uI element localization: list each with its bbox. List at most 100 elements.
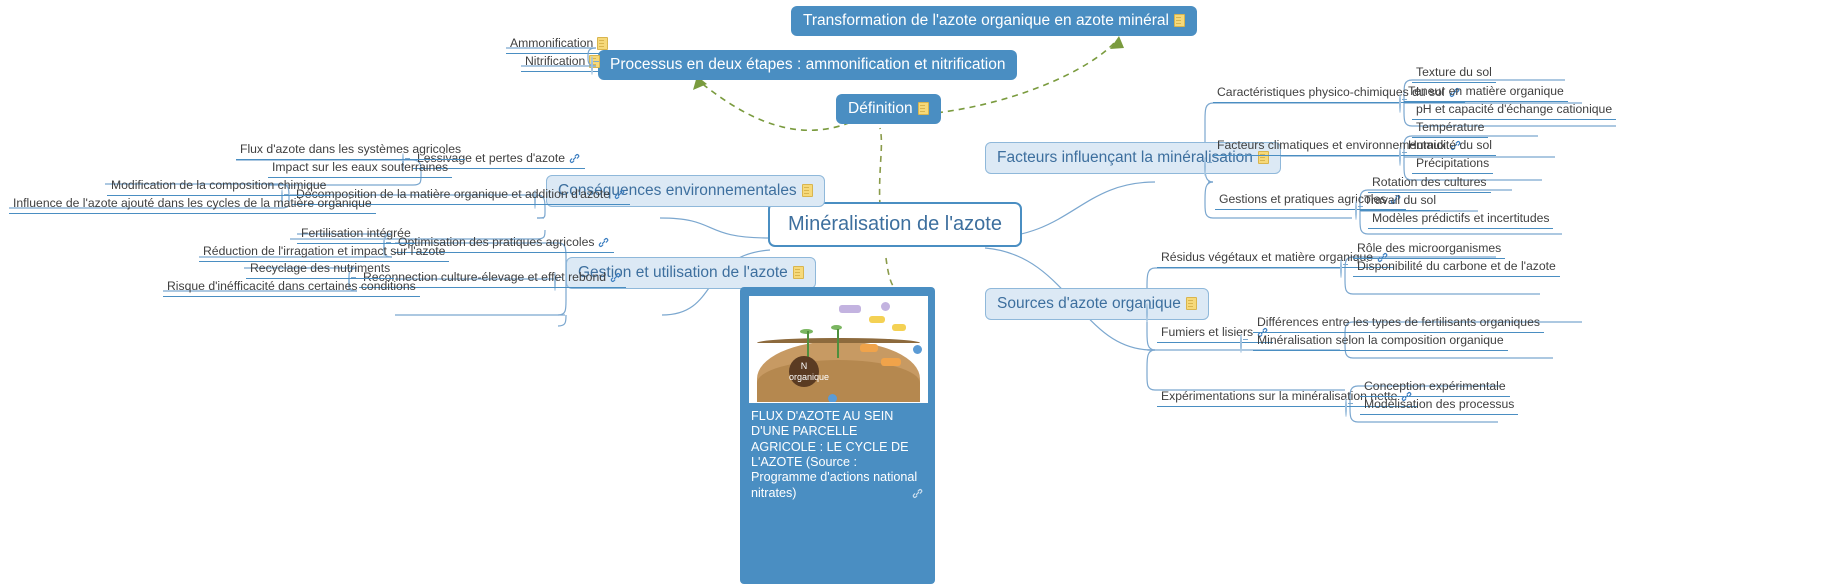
topic-consequences-environnementales[interactable]: Conséquences environnementales [546,175,825,207]
collapse-icon[interactable] [348,272,350,291]
leaf-ph-capacite-echange[interactable]: pH et capacité d'échange cationique [1412,101,1617,121]
leaf-rotation-cultures[interactable]: Rotation des cultures [1368,174,1491,194]
collapse-icon[interactable] [534,190,536,209]
collapse-icon[interactable] [383,237,385,256]
leaf-influence-azote-ajoute[interactable]: Influence de l'azote ajouté dans les cyc… [9,195,376,215]
collapse-icon[interactable] [1204,157,1206,176]
leaf-fertilisation-integree[interactable]: Fertilisation intégrée [297,225,415,245]
collapse-toggle-fumiers[interactable] [1240,334,1242,353]
collapse-toggle-caracteristiques[interactable] [1399,94,1401,113]
link-icon [1450,140,1462,151]
leaf-mineralisation-composition[interactable]: Minéralisation selon la composition orga… [1253,332,1508,352]
leaf-conception-experimentale[interactable]: Conception expérimentale [1360,378,1510,398]
topic-definition[interactable]: Définition [836,94,941,124]
leaf-ammonification[interactable]: Ammonification [506,35,613,55]
collapse-toggle-residus[interactable] [1340,259,1342,278]
note-icon [1173,14,1185,28]
sources-label: Sources d'azote organique [997,295,1181,312]
consequences-label: Conséquences environnementales [558,182,797,199]
collapse-toggle-sources[interactable] [1146,303,1148,322]
ammonium-blob [859,344,878,353]
leaf-reconnection-culture-elevage[interactable]: Reconnection culture-élevage et effet re… [359,269,627,289]
topic-processus-deux-etapes[interactable]: Processus en deux étapes : ammonificatio… [598,50,1018,80]
leaf-temperature[interactable]: Température [1412,119,1489,139]
microorganismes-label: Rôle des microorganismes [1357,241,1502,255]
collapse-icon[interactable] [1345,398,1347,417]
collapse-toggle-decomposition[interactable] [281,189,283,208]
leaf-differences-fertilisants[interactable]: Différences entre les types de fertilisa… [1253,314,1544,334]
n-organique-label: N organique [788,356,829,388]
leaf-role-microorganismes[interactable]: Rôle des microorganismes [1353,240,1506,260]
note-icon [801,184,813,198]
leaf-residus-vegetaux[interactable]: Résidus végétaux et matière organique [1157,249,1394,269]
collapse-toggle-lessivage[interactable] [402,153,404,172]
collapse-icon[interactable] [1399,94,1401,113]
collapse-icon[interactable] [1146,303,1148,322]
leaf-decomposition-matiere-organique[interactable]: Décomposition de la matière organique et… [292,186,630,206]
leaf-caracteristiques-physico-chimiques[interactable]: Caractéristiques physico-chimiques du so… [1213,84,1465,104]
leaf-precipitations[interactable]: Précipitations [1412,155,1494,175]
flux-label: Flux d'azote dans les systèmes agricoles [240,142,462,156]
teneur-label: Teneur en matière organique [1408,84,1564,98]
leaf-reduction-irrigation[interactable]: Réduction de l'irragation et impact sur … [199,243,450,263]
leaf-facteurs-climatiques[interactable]: Facteurs climatiques et environnementaux [1213,137,1466,157]
link-icon [598,237,610,248]
leaf-recyclage-nutriments[interactable]: Recyclage des nutriments [246,260,395,280]
fertilisation-label: Fertilisation intégrée [301,226,411,240]
root-label: Minéralisation de l'azote [788,213,1002,235]
water-dot [912,345,922,355]
collapse-icon[interactable] [1240,334,1242,353]
collapse-toggle-facteurs[interactable] [1204,157,1206,176]
link-icon [1390,194,1402,205]
link-icon [912,488,924,499]
collapse-icon[interactable] [402,153,404,172]
leaf-modification-composition-chimique[interactable]: Modification de la composition chimique [107,177,331,197]
leaf-travail-du-sol[interactable]: Travail du sol [1360,192,1441,212]
fertiliser-blob [868,315,885,323]
leaf-fumiers-lisiers[interactable]: Fumiers et lisiers [1157,324,1274,344]
collapse-toggle-climatiques[interactable] [1399,147,1401,166]
leaf-lessivage-pertes-azote[interactable]: Lessivage et pertes d'azote [413,150,585,170]
note-icon [1185,297,1197,311]
collapse-icon[interactable] [554,272,556,291]
leaf-modeles-predictifs[interactable]: Modèles prédictifs et incertitudes [1368,210,1554,230]
collapse-toggle-gestion[interactable] [554,272,556,291]
collapse-toggle-experimentations[interactable] [1345,398,1347,417]
leaf-flux-azote-systemes[interactable]: Flux d'azote dans les systèmes agricoles [236,141,466,161]
leaching-dot [827,393,837,402]
collapse-toggle-reconnection[interactable] [348,272,350,291]
leaf-risque-inefficacite[interactable]: Risque d'inéfficacité dans certaines con… [163,278,420,298]
collapse-icon[interactable] [1340,259,1342,278]
plant-stem-2 [836,328,839,358]
collapse-toggle-consequences[interactable] [534,190,536,209]
collapse-toggle-optimisation[interactable] [383,237,385,256]
collapse-icon[interactable] [1399,147,1401,166]
collapse-icon[interactable] [1355,201,1357,220]
topic-facteurs-mineralisation[interactable]: Facteurs influençant la minéralisation [985,142,1281,174]
leaf-experimentations-mineralisation-nette[interactable]: Expérimentations sur la minéralisation n… [1157,388,1418,408]
modelisation-label: Modélisation des processus [1364,397,1515,411]
collapse-icon[interactable] [591,56,593,75]
topic-sources-azote-organique[interactable]: Sources d'azote organique [985,288,1209,320]
modeles-label: Modèles prédictifs et incertitudes [1372,211,1550,225]
leaf-disponibilite-carbone[interactable]: Disponibilité du carbone et de l'azote [1353,258,1560,278]
leaf-optimisation-pratiques-agricoles[interactable]: Optimisation des pratiques agricoles [394,234,615,254]
optimisation-label: Optimisation des pratiques agricoles [398,235,595,249]
collapse-toggle-gestions[interactable] [1355,201,1357,220]
collapse-icon[interactable] [281,189,283,208]
collapse-toggle-processus[interactable] [591,56,593,75]
leaf-modelisation-processus[interactable]: Modélisation des processus [1360,396,1519,416]
leaf-impact-eaux-souterraines[interactable]: Impact sur les eaux souterraines [268,159,453,179]
root-node[interactable]: Minéralisation de l'azote [768,202,1022,247]
topic-gestion-utilisation-azote[interactable]: Gestion et utilisation de l'azote [566,257,816,289]
leaf-texture-du-sol[interactable]: Texture du sol [1412,64,1496,84]
leaf-gestions-pratiques-agricoles[interactable]: Gestions et pratiques agricoles [1215,191,1407,211]
arrowhead-transformation [1110,36,1124,49]
leaf-teneur-matiere-organique[interactable]: Teneur en matière organique [1404,83,1568,103]
humidite-label: Humidité du sol [1408,138,1492,152]
topic-transformation-azote[interactable]: Transformation de l'azote organique en a… [791,6,1197,36]
conception-label: Conception expérimentale [1364,379,1506,393]
residus-label: Résidus végétaux et matière organique [1161,250,1374,264]
image-node-cycle-azote[interactable]: N organique FLUX D'AZOTE AU SEIN D'UNE P… [740,287,935,584]
leaf-humidite-du-sol[interactable]: Humidité du sol [1404,137,1496,157]
